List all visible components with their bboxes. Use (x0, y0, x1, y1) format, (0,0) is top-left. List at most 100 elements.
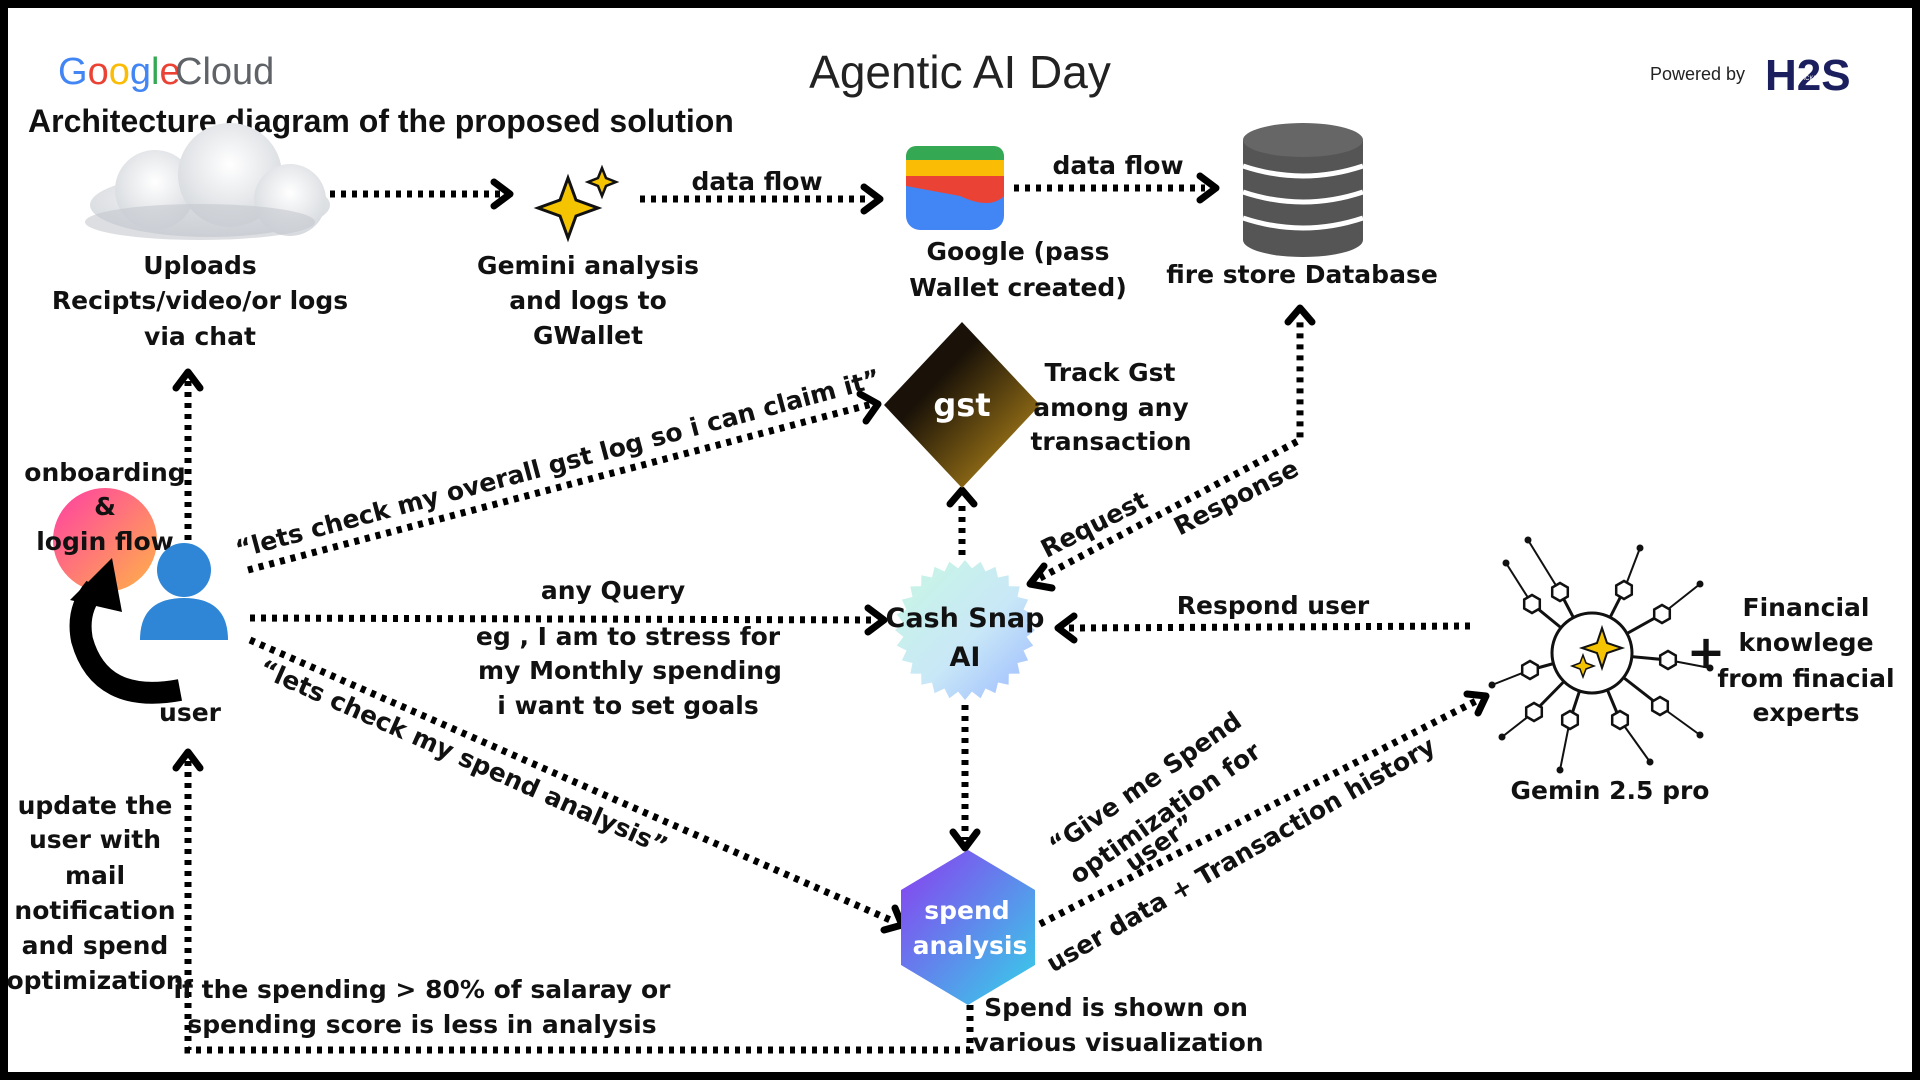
onboarding-label-line1: onboarding (24, 458, 185, 487)
spend-label-line2: analysis (913, 931, 1028, 960)
update-note-line3: mail (65, 861, 125, 890)
edge-label-data-flow-1: data flow (691, 167, 822, 196)
firestore-label: fire store Database (1166, 260, 1438, 289)
cloud-icon (85, 123, 330, 240)
edge-gemini-to-cash-snap: Respond user (1054, 591, 1471, 644)
edge-label-data-flow-2: data flow (1052, 151, 1183, 180)
network-endpoint (1706, 664, 1714, 672)
node-financial-knowledge: + Financial knowlege from finacial exper… (1687, 593, 1895, 727)
network-endpoint (1524, 536, 1532, 544)
sparkle-icon (533, 164, 620, 243)
network-node (1520, 659, 1540, 681)
gemini-pro-label: Gemin 2.5 pro (1511, 776, 1710, 805)
google-cloud-logo: Google Cloud (58, 51, 274, 93)
update-note-line1: update the (18, 791, 173, 820)
network-branch (1527, 539, 1561, 593)
update-user-note: update the user with mail notification a… (6, 791, 183, 995)
page-title: Architecture diagram of the proposed sol… (28, 103, 734, 139)
update-note-line2: user with (29, 825, 161, 854)
edge-label-example-line2: my Monthly spending (478, 656, 782, 685)
network-endpoint (1636, 544, 1644, 552)
google-wordmark: Google (58, 51, 181, 93)
onboarding-circle (53, 488, 157, 592)
network-node (1560, 709, 1580, 731)
financial-label-line4: experts (1752, 698, 1859, 727)
database-icon (1242, 123, 1364, 257)
edge-label-threshold-line1: if the spending > 80% of salaray or (173, 975, 671, 1004)
edge-label-example-line3: i want to set goals (497, 691, 758, 720)
cash-snap-badge (895, 560, 1035, 700)
edge-user-to-uploads (172, 368, 204, 540)
network-node (1524, 701, 1544, 723)
return-arrow-icon (69, 558, 183, 704)
network-endpoint (1488, 681, 1496, 689)
network-endpoint (1498, 733, 1506, 741)
update-note-line6: optimization (6, 966, 183, 995)
spend-hexagon (901, 850, 1035, 1005)
edge-label-any-query: any Query (541, 576, 685, 605)
spend-label-line1: spend (924, 896, 1009, 925)
update-note-line4: notification (14, 896, 175, 925)
onboarding-label-line3: login flow (36, 527, 174, 556)
gst-diamond (884, 322, 1040, 488)
node-gst: gst Track Gst among any transaction (884, 322, 1192, 488)
network-node (1650, 695, 1670, 717)
edge-label-respond-user: Respond user (1177, 591, 1370, 620)
network-endpoint (1646, 758, 1654, 766)
partner-logo: H2S HACK2SKILL (1765, 51, 1851, 100)
network-endpoint (1556, 766, 1564, 774)
network-node (1522, 593, 1542, 615)
node-firestore: fire store Database (1166, 123, 1438, 289)
edge-label-threshold-line2: spending score is less in analysis (187, 1010, 656, 1039)
node-gemini-analysis: Gemini analysis and logs to GWallet (477, 164, 699, 350)
plus-icon: + (1687, 625, 1726, 679)
node-gemini-pro: Gemin 2.5 pro (1488, 536, 1714, 805)
gst-caption-line3: transaction (1030, 427, 1191, 456)
partner-logo-subtext: HACK2SKILL (1797, 76, 1834, 82)
network-node (1550, 581, 1570, 603)
user-label: user (159, 698, 222, 727)
node-cash-snap-ai: Cash Snap AI (886, 560, 1045, 700)
spend-caption-line1: Spend is shown on (984, 993, 1248, 1022)
edge-cash-snap-to-spend (949, 705, 981, 852)
gemini-analysis-label-line2: and logs to (509, 286, 667, 315)
network-node (1614, 579, 1634, 601)
financial-label-line3: from finacial (1717, 664, 1894, 693)
edge-label-example-line1: eg , I am to stress for (476, 622, 781, 651)
gemini-analysis-label-line3: GWallet (533, 321, 643, 350)
uploads-label-line3: via chat (144, 322, 256, 351)
cloud-wordmark: Cloud (175, 51, 274, 93)
gst-caption-line1: Track Gst (1044, 358, 1175, 387)
financial-label-line1: Financial (1743, 593, 1870, 622)
user-icon (140, 543, 228, 640)
gemini-network-icon (1488, 536, 1714, 774)
cash-snap-label-line1: Cash Snap (886, 603, 1045, 634)
gst-caption-line2: among any (1033, 393, 1188, 422)
edge-cash-snap-to-gst (946, 486, 978, 555)
gemini-analysis-label-line1: Gemini analysis (477, 251, 699, 280)
google-wallet-label-line2: Wallet created) (909, 273, 1127, 302)
node-spend-analysis: spend analysis Spend is shown on various… (901, 850, 1264, 1057)
uploads-label-line1: Uploads (143, 251, 257, 280)
node-uploads: Uploads Recipts/video/or logs via chat (52, 123, 348, 351)
network-node (1658, 649, 1678, 671)
network-endpoint (1696, 580, 1704, 588)
edge-wallet-to-firestore: data flow (1014, 151, 1220, 204)
google-wallet-label-line1: Google (pass (927, 237, 1110, 266)
gst-label: gst (933, 386, 990, 424)
powered-by-label: Powered by (1650, 64, 1745, 84)
edge-user-to-cash-snap: any Query eg , I am to stress for my Mon… (249, 576, 888, 720)
update-note-line5: and spend (22, 931, 169, 960)
financial-label-line2: knowlege (1738, 628, 1873, 657)
node-onboarding: onboarding & login flow (24, 458, 186, 592)
partner-logo-mark: H2S (1765, 51, 1851, 100)
edge-gemini-to-wallet: data flow (640, 167, 884, 215)
node-user: user (69, 543, 228, 727)
network-endpoint (1696, 731, 1704, 739)
edge-spend-to-user: if the spending > 80% of salaray or spen… (172, 748, 974, 1054)
network-node (1610, 709, 1630, 731)
network-endpoint (1502, 559, 1510, 567)
